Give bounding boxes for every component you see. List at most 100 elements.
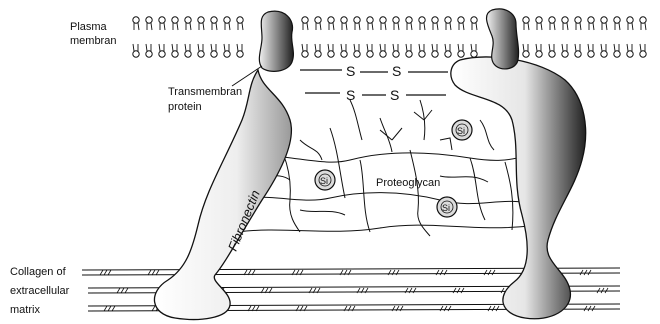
lipid-head xyxy=(341,17,347,23)
lipid-tail xyxy=(147,23,152,30)
lipid-tail xyxy=(342,23,347,30)
lipid-tail xyxy=(601,44,606,51)
lipid-tail xyxy=(641,23,646,30)
lipid-tail xyxy=(160,23,165,30)
lipid-tail xyxy=(563,23,568,30)
lipid-head xyxy=(588,17,594,23)
transmembrane-protein-left xyxy=(259,11,293,71)
lipid-head xyxy=(432,51,438,57)
lipid-tail xyxy=(614,44,619,51)
lipid-tail xyxy=(355,23,360,30)
lipid-tail xyxy=(185,44,190,51)
lipid-head xyxy=(354,51,360,57)
label-collagen-line2: extracellular xyxy=(10,285,70,297)
lipid-head xyxy=(419,17,425,23)
si-label-1: Si xyxy=(320,176,328,186)
s-label-2: S xyxy=(392,63,401,79)
lipid-tail xyxy=(237,44,242,51)
lipid-head xyxy=(575,17,581,23)
lipid-tail xyxy=(524,23,529,30)
si-bond-2: Si xyxy=(452,120,472,140)
lipid-tail xyxy=(173,23,178,30)
si-label-2: Si xyxy=(457,126,465,136)
lipid-head xyxy=(328,17,334,23)
lipid-head xyxy=(393,17,399,23)
lipid-tail xyxy=(393,44,398,51)
lipid-tail xyxy=(576,23,581,30)
lipid-tail xyxy=(433,23,438,30)
lipid-head xyxy=(471,51,477,57)
collagen-hatch xyxy=(597,288,608,293)
lipid-head xyxy=(458,51,464,57)
lipid-tail xyxy=(537,23,542,30)
lipid-tail xyxy=(588,44,593,51)
lipid-head xyxy=(627,51,633,57)
s-label-3: S xyxy=(346,87,355,103)
lipid-head xyxy=(445,17,451,23)
lipid-tail xyxy=(640,44,645,51)
collagen-hatch xyxy=(440,306,451,311)
lipid-tail xyxy=(224,44,229,51)
collagen-hatch xyxy=(488,306,499,311)
lipid-head xyxy=(601,51,607,57)
lipid-head xyxy=(562,17,568,23)
disulfide-bonds xyxy=(300,70,448,95)
collagen-hatch xyxy=(584,306,595,311)
lipid-head xyxy=(159,17,165,23)
lipid-tail xyxy=(367,44,372,51)
lipid-head xyxy=(328,51,334,57)
lipid-tail xyxy=(550,23,555,30)
lipid-tail xyxy=(316,23,321,30)
lipid-head xyxy=(627,17,633,23)
lipid-head xyxy=(380,51,386,57)
lipid-tail xyxy=(368,23,373,30)
lipid-tail xyxy=(406,44,411,51)
lipid-tail xyxy=(615,23,620,30)
lipid-head xyxy=(172,51,178,57)
label-collagen-line3: matrix xyxy=(10,304,40,316)
lipid-tail xyxy=(472,23,477,30)
lipid-head xyxy=(302,17,308,23)
lipid-tail xyxy=(394,23,399,30)
lipid-tail xyxy=(328,44,333,51)
lipid-tail xyxy=(627,44,632,51)
lipid-tail xyxy=(199,23,204,30)
collagen-hatch xyxy=(580,270,591,275)
lipid-tail xyxy=(380,44,385,51)
lipid-tail xyxy=(407,23,412,30)
lipid-head xyxy=(198,51,204,57)
s-label-1: S xyxy=(346,63,355,79)
lipid-head xyxy=(315,17,321,23)
lipid-tail xyxy=(225,23,230,30)
lipid-head xyxy=(237,51,243,57)
lipid-head xyxy=(523,17,529,23)
collagen-hatch xyxy=(100,270,111,275)
lipid-head xyxy=(601,17,607,23)
lipid-head xyxy=(198,17,204,23)
lipid-tail xyxy=(303,23,308,30)
lipid-tail xyxy=(329,23,334,30)
si-bond-3: Si xyxy=(437,197,457,217)
lipid-tail xyxy=(186,23,191,30)
lipid-tail xyxy=(159,44,164,51)
lipid-head xyxy=(367,51,373,57)
lipid-tail xyxy=(589,23,594,30)
lipid-tail xyxy=(458,44,463,51)
lipid-head xyxy=(159,51,165,57)
lipid-head xyxy=(211,17,217,23)
lipid-head xyxy=(380,17,386,23)
lipid-tail xyxy=(446,23,451,30)
lipid-head xyxy=(640,51,646,57)
lipid-tail xyxy=(419,44,424,51)
lipid-head xyxy=(354,17,360,23)
label-transmembrane-line2: protein xyxy=(168,101,202,113)
fibronectin-right xyxy=(451,57,586,319)
lipid-head xyxy=(614,17,620,23)
lipid-head xyxy=(237,17,243,23)
lipid-tail xyxy=(354,44,359,51)
lipid-head xyxy=(393,51,399,57)
lipid-tail xyxy=(575,44,580,51)
lipid-tail xyxy=(211,44,216,51)
lipid-tail xyxy=(133,44,138,51)
lipid-tail xyxy=(341,44,346,51)
